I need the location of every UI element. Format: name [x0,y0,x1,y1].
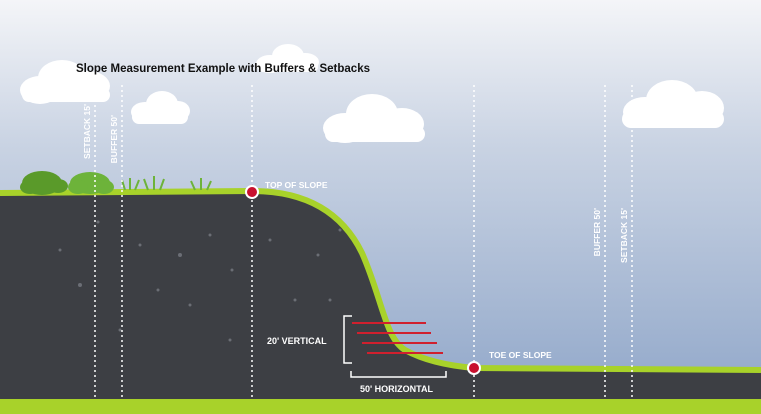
top-of-slope-label: TOP OF SLOPE [265,180,328,190]
slope-measure-lines [352,322,443,354]
buffer-right-label: BUFFER 50' [592,208,602,256]
horizontal-measure-label: 50' HORIZONTAL [360,384,433,394]
diagram-title: Slope Measurement Example with Buffers &… [76,63,370,75]
grass-tuft-icon [121,176,212,191]
setback-left-label: SETBACK 15' [82,104,92,159]
soil-speckles [58,220,342,342]
top-of-slope-marker [245,185,259,199]
cloud-icon [20,60,110,104]
cloud-icon [256,44,319,73]
vertical-measure-label: 20' VERTICAL [267,336,327,346]
grass-line [0,187,761,373]
buffer-left-label: BUFFER 50' [109,115,119,163]
setback-right-label: SETBACK 15' [619,208,629,263]
toe-of-slope-marker [467,361,481,375]
bush-icon [20,171,68,195]
bottom-grass [0,399,761,414]
ground [0,193,761,400]
vertical-bracket [343,315,352,364]
cloud-icon [131,91,190,124]
bush-icon [68,172,114,194]
cloud-icon [622,80,724,128]
toe-of-slope-label: TOE OF SLOPE [489,350,552,360]
cloud-icon [323,94,425,143]
horizontal-bracket [350,371,447,378]
